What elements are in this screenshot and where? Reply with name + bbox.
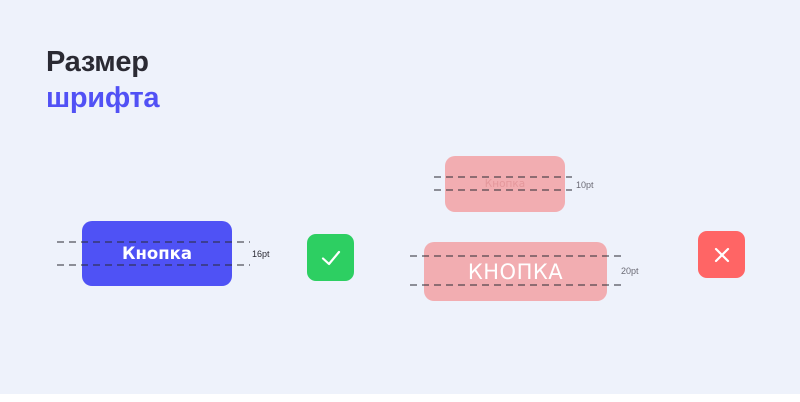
title-line-1: Размер	[46, 46, 149, 78]
check-icon	[321, 250, 340, 265]
font-size-label-16: 16pt	[252, 249, 270, 259]
example-button-too-large[interactable]: КНОПКА	[424, 242, 607, 301]
check-badge	[307, 234, 354, 281]
page-title: Размер шрифта	[46, 44, 160, 116]
close-icon	[714, 247, 729, 262]
example-button-too-small[interactable]: Кнопка	[445, 156, 565, 212]
font-size-label-20: 20pt	[621, 266, 639, 276]
cross-badge	[698, 231, 745, 278]
bottom-strip	[0, 394, 800, 402]
font-size-label-10: 10pt	[576, 180, 594, 190]
example-button-correct[interactable]: Кнопка	[82, 221, 232, 286]
title-line-2: шрифта	[46, 82, 160, 114]
